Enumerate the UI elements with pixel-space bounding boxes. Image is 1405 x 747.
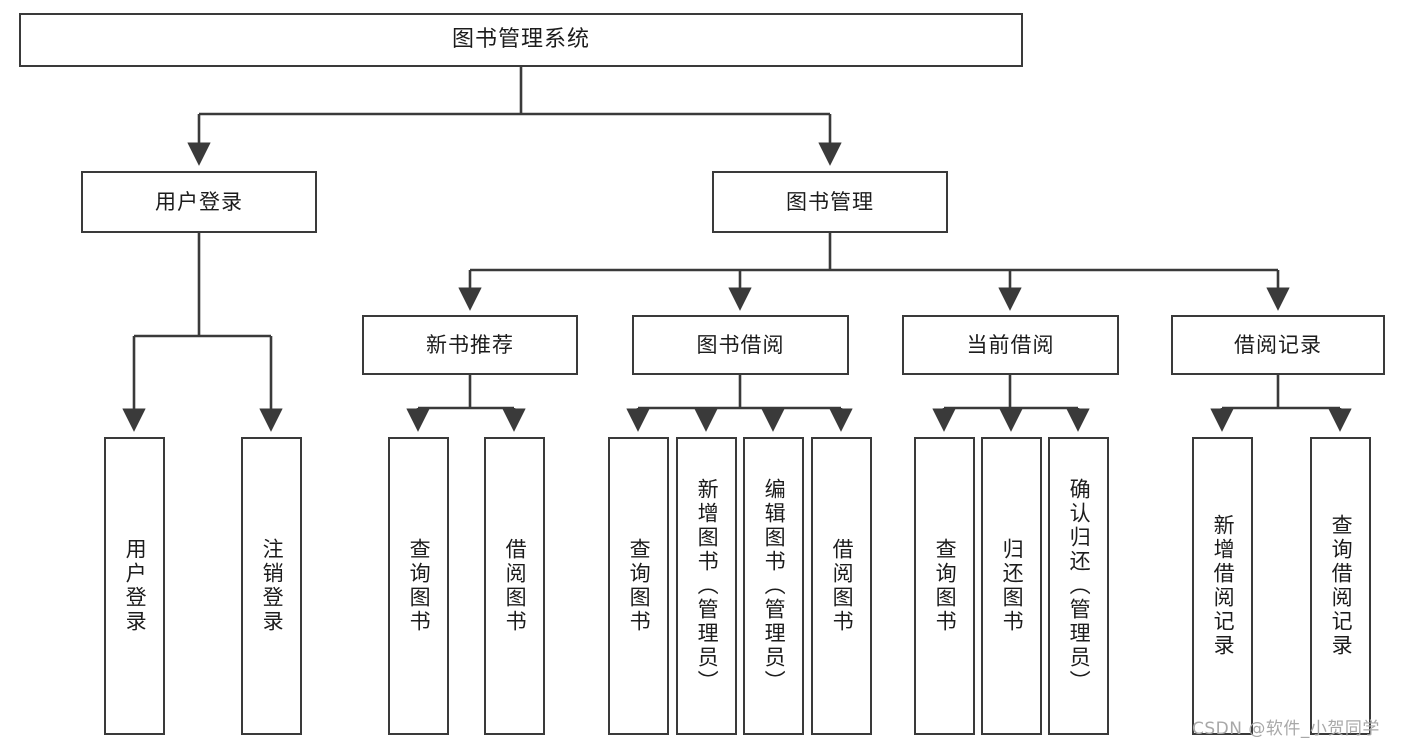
node-leaf-add-borrow-record[interactable]: 新增借阅记录 bbox=[1192, 437, 1253, 735]
node-book-borrow[interactable]: 图书借阅 bbox=[632, 315, 849, 375]
node-current-borrow[interactable]: 当前借阅 bbox=[902, 315, 1119, 375]
node-leaf-borrow-book[interactable]: 借阅图书 bbox=[811, 437, 872, 735]
node-leaf-user-logout[interactable]: 注销登录 bbox=[241, 437, 302, 735]
node-user-login[interactable]: 用户登录 bbox=[81, 171, 317, 233]
node-root-system[interactable]: 图书管理系统 bbox=[19, 13, 1023, 67]
node-leaf-return-book[interactable]: 归还图书 bbox=[981, 437, 1042, 735]
node-leaf-confirm-return[interactable]: 确认归还（管理员） bbox=[1048, 437, 1109, 735]
csdn-watermark: CSDN @软件_小贺同学 bbox=[1192, 719, 1380, 739]
node-leaf-query-book-recommend[interactable]: 查询图书 bbox=[388, 437, 449, 735]
node-leaf-query-book-borrow[interactable]: 查询图书 bbox=[608, 437, 669, 735]
node-leaf-query-book-current[interactable]: 查询图书 bbox=[914, 437, 975, 735]
node-leaf-add-book[interactable]: 新增图书（管理员） bbox=[676, 437, 737, 735]
node-leaf-edit-book[interactable]: 编辑图书（管理员） bbox=[743, 437, 804, 735]
node-leaf-query-borrow-record[interactable]: 查询借阅记录 bbox=[1310, 437, 1371, 735]
node-new-book-recommend[interactable]: 新书推荐 bbox=[362, 315, 578, 375]
node-leaf-user-login[interactable]: 用户登录 bbox=[104, 437, 165, 735]
node-borrow-record[interactable]: 借阅记录 bbox=[1171, 315, 1385, 375]
node-leaf-borrow-book-recommend[interactable]: 借阅图书 bbox=[484, 437, 545, 735]
node-book-manage[interactable]: 图书管理 bbox=[712, 171, 948, 233]
